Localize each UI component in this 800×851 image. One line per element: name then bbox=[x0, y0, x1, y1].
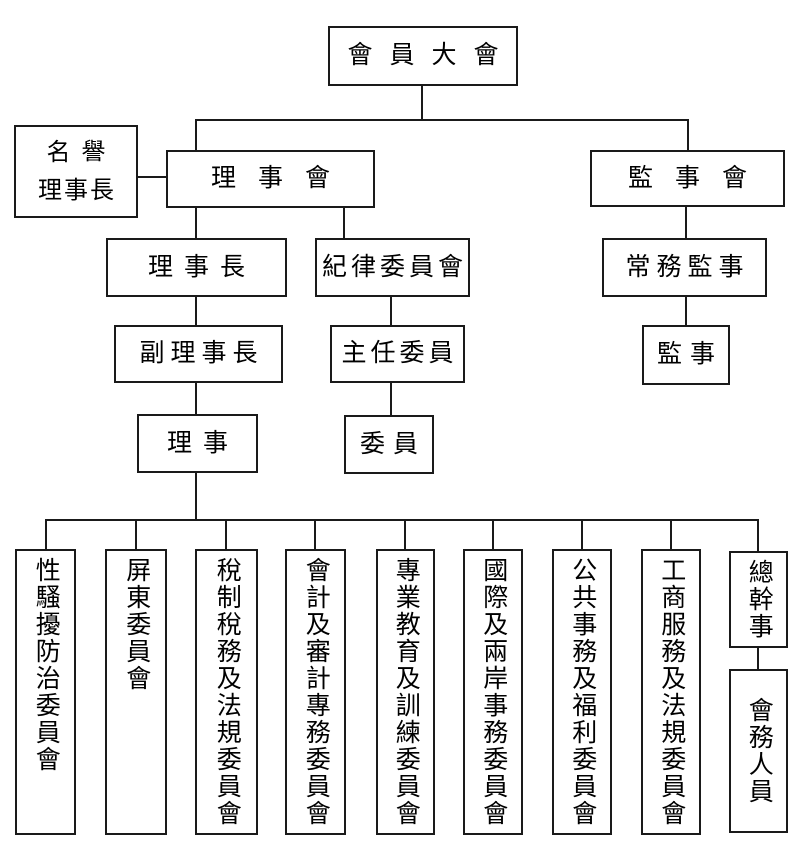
connector-line bbox=[757, 519, 759, 551]
node-label: 會務人員 bbox=[745, 697, 773, 805]
connector-line bbox=[45, 519, 759, 521]
connector-line bbox=[670, 519, 672, 549]
connector-line bbox=[492, 519, 494, 549]
committee-tax-system-and-regulations: 稅制稅務及法規委員會 bbox=[195, 549, 258, 835]
connector-line bbox=[343, 208, 345, 238]
node-label: 屏東委員會 bbox=[122, 557, 150, 692]
node-label: 名譽 bbox=[46, 139, 117, 166]
connector-line bbox=[195, 473, 197, 519]
node-honorary-chairman: 名譽 理事長 bbox=[14, 125, 138, 218]
connector-line bbox=[195, 119, 197, 150]
node-board-of-directors: 理事會 bbox=[166, 150, 375, 208]
connector-line bbox=[757, 648, 759, 669]
connector-line bbox=[685, 207, 687, 238]
node-association-staff: 會務人員 bbox=[729, 669, 788, 833]
node-label: 紀律委員會 bbox=[321, 253, 467, 281]
node-chairman: 理事長 bbox=[106, 238, 287, 297]
node-label: 理事會 bbox=[210, 165, 352, 192]
connector-line bbox=[195, 297, 197, 325]
committee-public-affairs-welfare: 公共事務及福利委員會 bbox=[552, 549, 612, 835]
connector-line bbox=[225, 519, 227, 549]
connector-line bbox=[685, 297, 687, 325]
node-label: 主任委員 bbox=[341, 340, 458, 367]
node-label: 理事 bbox=[166, 429, 239, 457]
connector-line bbox=[687, 119, 689, 150]
node-label: 副理事長 bbox=[139, 340, 264, 367]
node-label: 專業教育及訓練委員會 bbox=[392, 557, 420, 827]
connector-line bbox=[581, 519, 583, 549]
committee-accounting-and-auditing: 會計及審計專務委員會 bbox=[285, 549, 346, 835]
node-secretary-general: 總幹事 bbox=[729, 551, 788, 648]
connector-line bbox=[135, 519, 137, 549]
connector-line bbox=[195, 383, 197, 414]
connector-line bbox=[45, 519, 47, 549]
node-vice-chairman: 副理事長 bbox=[114, 325, 283, 383]
node-director: 理事 bbox=[137, 414, 258, 473]
node-commissioner: 委員 bbox=[344, 415, 434, 474]
node-label: 監事 bbox=[656, 341, 723, 368]
node-chief-commissioner: 主任委員 bbox=[330, 325, 465, 383]
node-label: 委員 bbox=[359, 430, 426, 458]
node-label: 會員大會 bbox=[347, 42, 516, 69]
connector-line bbox=[390, 383, 392, 415]
node-label: 監事會 bbox=[627, 164, 769, 192]
node-supervisor: 監事 bbox=[642, 325, 730, 385]
committee-pingtung: 屏東委員會 bbox=[105, 549, 167, 835]
node-discipline-committee: 紀律委員會 bbox=[315, 238, 470, 297]
connector-line bbox=[138, 176, 166, 178]
node-label: 總幹事 bbox=[745, 559, 773, 640]
connector-line bbox=[421, 86, 423, 120]
connector-line bbox=[195, 119, 689, 121]
committee-professional-education-training: 專業教育及訓練委員會 bbox=[376, 549, 435, 835]
node-label: 公共事務及福利委員會 bbox=[568, 557, 596, 827]
node-label: 會計及審計專務委員會 bbox=[302, 557, 330, 827]
node-label: 常務監事 bbox=[625, 253, 750, 281]
node-label: 性騷擾防治委員會 bbox=[32, 557, 60, 773]
committee-sexual-harassment-prevention: 性騷擾防治委員會 bbox=[15, 549, 76, 835]
node-label: 工商服務及法規委員會 bbox=[657, 557, 685, 827]
node-label: 稅制稅務及法規委員會 bbox=[213, 557, 241, 827]
connector-line bbox=[195, 208, 197, 238]
committee-international-cross-strait-affairs: 國際及兩岸事務委員會 bbox=[463, 549, 523, 835]
committee-business-services-regulations: 工商服務及法規委員會 bbox=[641, 549, 701, 835]
connector-line bbox=[390, 297, 392, 325]
node-general-assembly: 會員大會 bbox=[328, 26, 518, 86]
node-board-of-supervisors: 監事會 bbox=[590, 150, 785, 207]
node-label: 理事長 bbox=[38, 177, 116, 204]
node-standing-supervisor: 常務監事 bbox=[602, 238, 767, 297]
connector-line bbox=[314, 519, 316, 549]
node-label: 國際及兩岸事務委員會 bbox=[479, 557, 507, 827]
connector-line bbox=[404, 519, 406, 549]
node-label: 理事長 bbox=[147, 253, 256, 281]
